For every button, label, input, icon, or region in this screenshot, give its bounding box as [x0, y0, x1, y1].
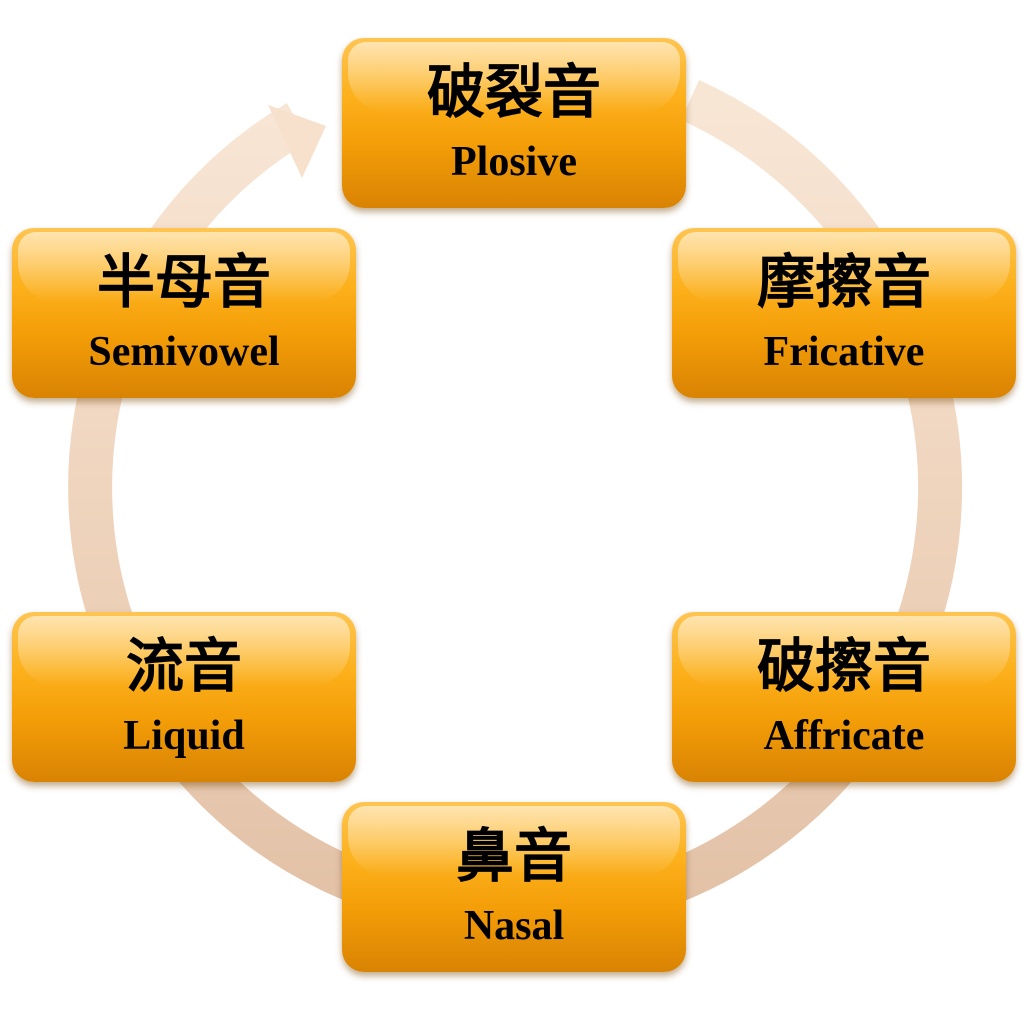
node-affricate: 破擦音 Affricate — [672, 612, 1016, 782]
node-liquid-zh: 流音 — [125, 632, 242, 700]
cycle-arrowhead — [268, 105, 326, 178]
node-affricate-zh: 破擦音 — [756, 632, 931, 700]
node-plosive: 破裂音 Plosive — [342, 38, 686, 208]
node-plosive-zh: 破裂音 — [426, 58, 601, 126]
node-fricative: 摩擦音 Fricative — [672, 228, 1016, 398]
node-plosive-en: Plosive — [451, 139, 577, 185]
node-semivowel-en: Semivowel — [88, 329, 280, 375]
node-liquid-en: Liquid — [123, 713, 245, 759]
node-nasal-en: Nasal — [463, 903, 565, 949]
node-affricate-en: Affricate — [763, 713, 925, 759]
cycle-arc — [68, 79, 963, 935]
node-fricative-zh: 摩擦音 — [756, 248, 931, 316]
node-liquid: 流音 Liquid — [12, 612, 356, 782]
node-semivowel-zh: 半母音 — [96, 248, 271, 316]
node-nasal-zh: 鼻音 — [455, 822, 572, 890]
node-nasal: 鼻音 Nasal — [342, 802, 686, 972]
node-fricative-en: Fricative — [763, 329, 925, 375]
node-semivowel: 半母音 Semivowel — [12, 228, 356, 398]
